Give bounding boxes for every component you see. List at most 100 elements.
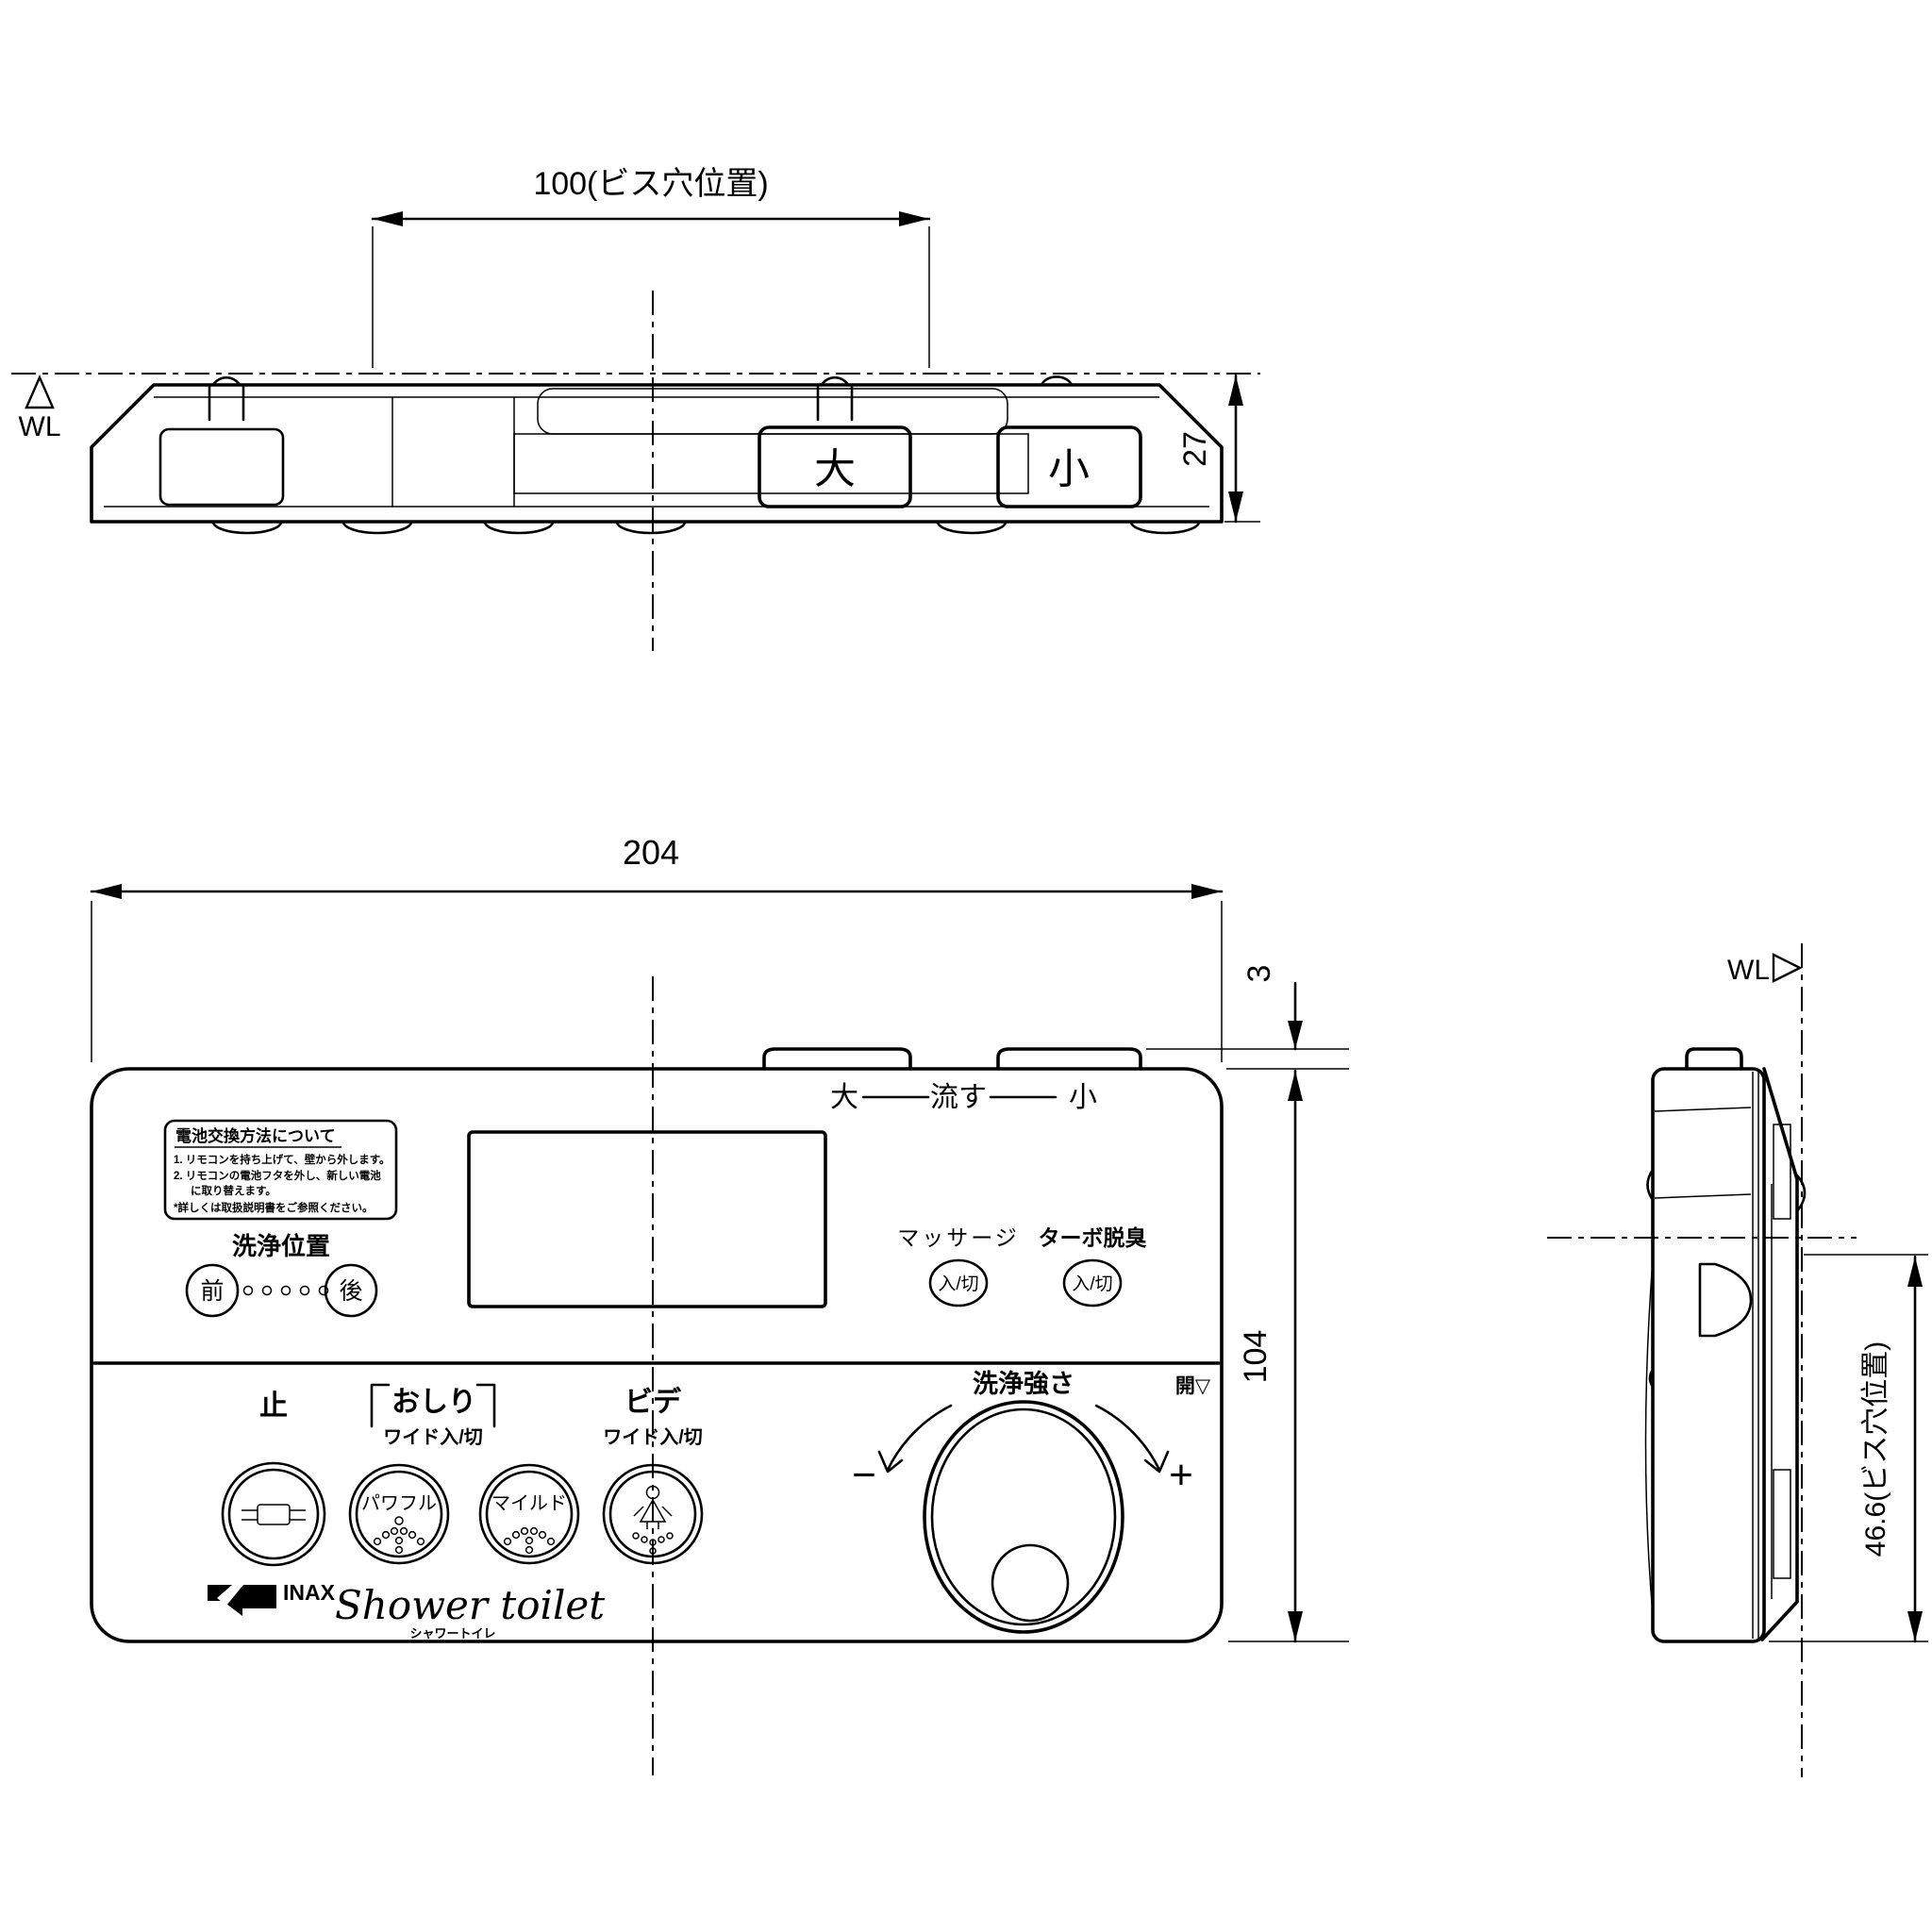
- top-body-outline: [90, 383, 1224, 524]
- strength-arrow-arc-left: [886, 1404, 953, 1472]
- top-flush-large-button: [758, 425, 912, 508]
- powerful-label: パワフル: [361, 1493, 437, 1514]
- side-screw-boss: [1795, 1174, 1807, 1213]
- dim-466-arrow-bottom: [1907, 1611, 1923, 1641]
- strength-label: 洗浄強さ: [973, 1370, 1074, 1398]
- wash-position-back-label: 後: [339, 1278, 362, 1305]
- side-dial-bulge: [1644, 1258, 1654, 1616]
- wash-position-label: 洗浄位置: [232, 1232, 330, 1260]
- top-flush-small-button: [996, 425, 1142, 508]
- inax-wordmark: INAX: [283, 1580, 336, 1605]
- dim-466-arrow-top: [1907, 1257, 1923, 1287]
- battery-note-line3: に取り替えます。: [191, 1184, 276, 1197]
- side-tab: [1685, 1047, 1743, 1071]
- side-hook-slot-top: [1773, 1124, 1791, 1220]
- bidet-label: ビデ: [625, 1386, 682, 1418]
- top-flush-small-label: 小: [1048, 446, 1090, 492]
- bidet-person-icon: [632, 1485, 674, 1555]
- flush-row-small: 小: [1069, 1082, 1097, 1113]
- deodorizer-label: ターボ脱臭: [1039, 1225, 1147, 1250]
- strength-arrow-tick-right: [1143, 1450, 1170, 1474]
- side-knob-profile: [1698, 1262, 1753, 1338]
- wash-position-dots: [242, 1285, 329, 1296]
- battery-note-line2: 2. リモコンの電池フタを外し、新しい電池: [174, 1169, 381, 1182]
- oshiri-mode-label: ワイド入/切: [383, 1426, 483, 1448]
- top-blank-button: [158, 427, 285, 507]
- dim-27-label: 27: [1177, 431, 1213, 467]
- side-battery-line-1: [1654, 1107, 1752, 1112]
- dim-204-arrow-right: [1191, 884, 1222, 899]
- wl-triangle-icon: [25, 375, 55, 409]
- bidet-mode-label: ワイド入/切: [603, 1426, 703, 1448]
- dim-104-label: 104: [1238, 1330, 1274, 1384]
- massage-onoff-button: [928, 1258, 989, 1307]
- battery-note-line4: *詳しくは取扱説明書をご参照ください。: [174, 1201, 373, 1214]
- open-marker: 開▽: [1175, 1375, 1211, 1397]
- dim-204-arrow-left: [92, 884, 122, 899]
- dim-104-arrow-bottom: [1288, 1611, 1303, 1641]
- powerful-button: [355, 1470, 443, 1558]
- strength-plus-label: +: [1169, 1452, 1193, 1498]
- tab-flush-small: [996, 1047, 1142, 1071]
- dim-466-label: 46.6(ビス穴位置): [1860, 1341, 1891, 1557]
- wash-position-front-label: 前: [200, 1278, 224, 1305]
- wash-position-front-button: [185, 1263, 240, 1318]
- front-body-outline: [90, 1067, 1224, 1643]
- battery-note-title: 電池交換方法について: [175, 1126, 336, 1145]
- front-view: 204 大 流す 小 電池交換方法について 1. リモコンを持ち上げて、壁から外…: [90, 833, 1349, 1775]
- powerful-button-outer: [348, 1463, 450, 1565]
- strength-arrow-tick-left: [877, 1450, 904, 1474]
- inax-logo-icon: [208, 1585, 276, 1616]
- wash-position-back-button: [324, 1263, 378, 1318]
- side-notch-bump: [1648, 1368, 1655, 1389]
- side-view: WL 46.6(ビス穴位置): [1547, 943, 1928, 1777]
- mild-button-outer: [478, 1463, 580, 1565]
- battery-note-line1: 1. リモコンを持ち上げて、壁から外します。: [174, 1153, 391, 1166]
- shower-toilet-logo: Shower toilet: [335, 1582, 605, 1628]
- bidet-button: [608, 1470, 697, 1558]
- strength-dial-dimple: [991, 1543, 1070, 1623]
- dim-100-label: 100(ビス穴位置): [533, 166, 768, 202]
- dim-3-arrow: [1288, 1021, 1303, 1049]
- dim-104-arrow-top: [1288, 1071, 1303, 1101]
- dim-3-label: 3: [1241, 965, 1277, 983]
- dim-204-label: 204: [623, 833, 679, 872]
- wl-triangle-side-icon: [1772, 953, 1803, 983]
- dim-100-arrow-left: [373, 211, 403, 226]
- flush-row-large: 大: [830, 1082, 858, 1113]
- strength-arrow-arc-right: [1094, 1404, 1161, 1472]
- stop-button-outer: [221, 1461, 326, 1567]
- top-view: WL 100(ビス穴位置) 大 小: [11, 166, 1260, 651]
- battery-note-box: [163, 1119, 398, 1221]
- flush-row-label: 流す: [930, 1082, 987, 1113]
- stop-button: [227, 1468, 320, 1560]
- top-dome-right: [1040, 375, 1074, 387]
- massage-label: マッサージ: [897, 1225, 1020, 1250]
- top-boss-left: [208, 376, 245, 422]
- top-flush-large-label: 大: [814, 446, 856, 492]
- side-wall-plate-outline: [1760, 1067, 1799, 1641]
- tab-flush-large: [762, 1047, 912, 1071]
- dim-27-arrow-top: [1228, 375, 1243, 406]
- oshiri-bracket: [370, 1383, 496, 1428]
- side-hook-slot-bottom: [1773, 1469, 1791, 1579]
- dim-100-arrow-right: [899, 211, 929, 226]
- powerful-spray-icon: [373, 1516, 425, 1555]
- lcd-display: [467, 1130, 827, 1308]
- stop-icon: [242, 1504, 306, 1525]
- wl-label-side: WL: [1727, 955, 1770, 986]
- strength-dial: [930, 1407, 1117, 1626]
- mild-button: [485, 1470, 574, 1558]
- mild-label: マイルド: [491, 1493, 567, 1514]
- oshiri-label: おしり: [391, 1387, 476, 1418]
- top-boss-mid: [816, 376, 854, 422]
- side-body-outline: [1651, 1067, 1766, 1643]
- bidet-button-outer: [602, 1463, 704, 1565]
- deodorizer-onoff-label: 入/切: [1072, 1274, 1112, 1294]
- shower-toilet-kana: シャワートイレ: [409, 1626, 495, 1641]
- side-clip-bump: [1646, 1168, 1655, 1202]
- mild-spray-icon: [503, 1526, 556, 1555]
- strength-minus-label: −: [852, 1452, 876, 1498]
